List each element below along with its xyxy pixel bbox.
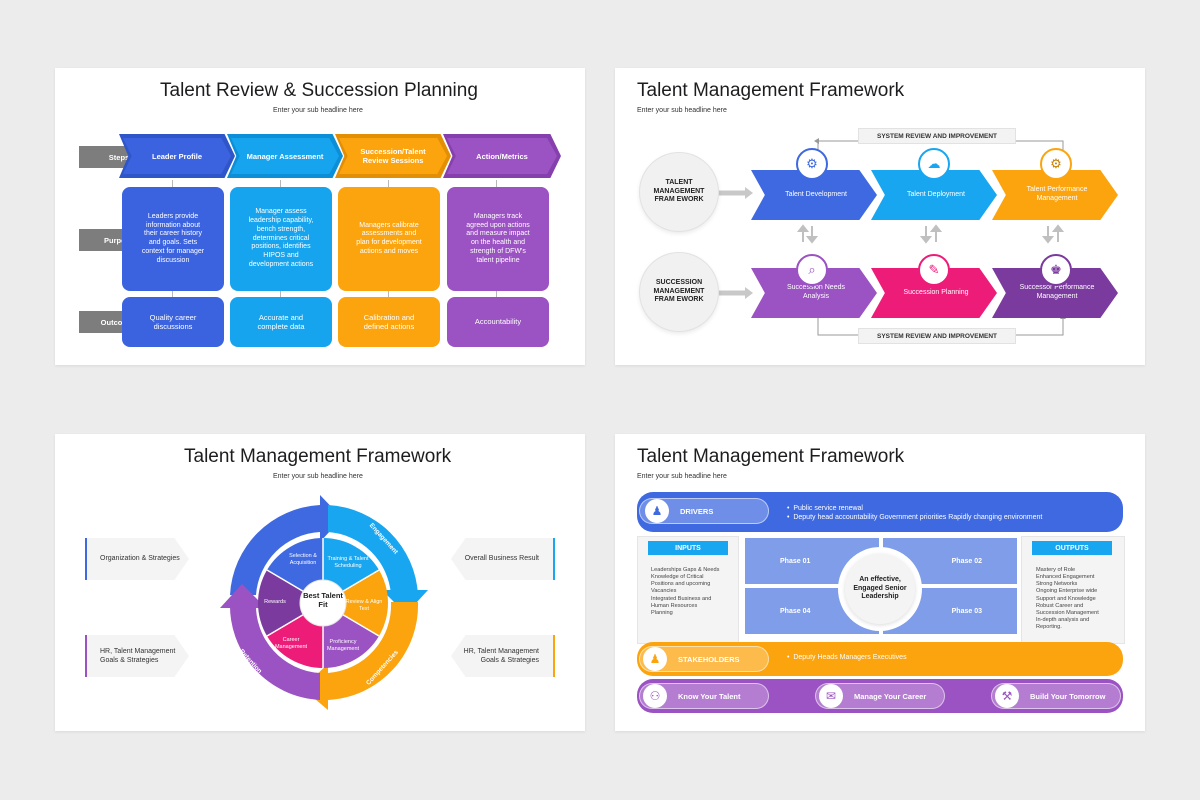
segment-label: Career Management [274,637,308,650]
slide-framework-phases: Talent Management Framework Enter your s… [615,434,1145,731]
purpose-card: Leaders provide information about their … [122,187,224,291]
slide-subtitle: Enter your sub headline here [273,473,363,480]
cloud-network-icon: ☁ [918,148,950,180]
slide-subtitle: Enter your sub headline here [273,107,363,114]
step-label: Leader Profile [123,138,231,174]
career-bar: Know Your Talent ⚇ Manage Your Career ✉ … [637,679,1123,713]
slide-talent-review: Talent Review & Succession Planning Ente… [55,68,585,365]
outcome-card: Quality career discussions [122,297,224,347]
slide-title: Talent Management Framework [637,446,905,467]
build-icon: ⚒ [995,684,1019,708]
outputs-list: Mastery of Role Enhanced Engagement Stro… [1036,567,1099,631]
slide-title: Talent Management Framework [637,80,905,101]
list-item: Mastery of Role [1036,567,1076,573]
drivers-points: • Public service renewal • Deputy head a… [787,504,1042,523]
cycle-diagram [220,495,428,710]
purpose-card: Managers track agreed upon actions and m… [447,187,549,291]
slide-title: Talent Review & Succession Planning [160,80,478,101]
outputs-label: OUTPUTS [1032,541,1112,555]
step-arrow: Manager Assessment [227,134,343,178]
drivers-bar: DRIVERS ♟ • Public service renewal • Dep… [637,492,1123,532]
list-item: Leaderships Gaps & Needs [651,567,720,573]
purpose-card: Manager assess leadership capability, be… [230,187,332,291]
person-icon: ♟ [645,499,669,523]
list-item: Succession Management [1036,609,1099,616]
best-talent-fit: Best Talent Fit [303,591,343,609]
list-item: Strong Networks [1036,581,1078,588]
stakeholders-text: • Deputy Heads Managers Executives [787,654,907,661]
left-box-organization: Organization & Strategies [85,538,189,580]
slide-framework-chevrons: Talent Management Framework Enter your s… [615,68,1145,365]
slide-title: Talent Management Framework [184,446,452,467]
performance-chart-icon: ⚙ [1040,148,1072,180]
successor-icon: ♚ [1040,254,1072,286]
list-item: Human Resources [651,602,698,609]
list-item: Reporting. [1036,624,1062,631]
slide-subtitle: Enter your sub headline here [637,473,727,480]
slide-framework-cycle: Talent Management Framework Enter your s… [55,434,585,731]
right-box-hr-goals: HR, Talent Management Goals & Strategies [451,635,555,677]
stakeholders-bar: STAKEHOLDERS ♟ • Deputy Heads Managers E… [637,642,1123,676]
list-item: In-depth analysis and [1036,617,1090,624]
left-box-hr-goals: HR, Talent Management Goals & Strategies [85,635,189,677]
slide-subtitle: Enter your sub headline here [637,107,727,114]
list-item: Robust Career and [1036,602,1084,609]
bullet-item: • Deputy head accountability Government … [787,514,1043,522]
analysis-icon: ⌕ [796,254,828,286]
succession-management-circle: SUCCESSION MANAGEMENT FRAM EWORK [639,252,719,332]
segment-label: Training & Talent Scheduling [327,556,369,569]
list-item: Knowledge of Critical [651,574,704,581]
segment-label: Review & Align Text [345,599,383,612]
bullet-item: • Public service renewal [787,505,863,512]
career-icon: ✉ [819,684,843,708]
brain-gear-icon: ⚙ [796,148,828,180]
segment-label: Selection & Acquisition [289,553,317,566]
group-icon: ♟ [643,647,667,671]
list-item: Planning [651,609,673,616]
step-label: Action/Metrics [447,138,557,174]
list-item: Positions and upcoming [651,581,711,588]
system-review-label-top: SYSTEM REVIEW AND IMPROVEMENT [858,128,1016,144]
segment-label: Proficiency Management [326,639,360,652]
list-item: Integrated Business and [651,595,712,602]
list-item: Enhanced Engagement [1036,574,1095,581]
inputs-label: INPUTS [648,541,728,555]
center-statement: An effective, Engaged Senior Leadership [845,554,915,624]
talent-icon: ⚇ [643,684,667,708]
list-item: Ongoing Enterprise wide [1036,588,1098,595]
planning-icon: ✎ [918,254,950,286]
segment-label: Rewards [264,598,286,605]
talent-management-circle: TALENT MANAGEMENT FRAM EWORK [639,152,719,232]
step-arrow: Action/Metrics [443,134,561,178]
system-review-label-bottom: SYSTEM REVIEW AND IMPROVEMENT [858,328,1016,344]
step-arrow: Leader Profile [119,134,235,178]
right-box-business-result: Overall Business Result [451,538,555,580]
list-item: Support and Knowledge [1036,595,1096,602]
list-item: Vacancies [651,588,677,595]
inputs-list: Leaderships Gaps & Needs Knowledge of Cr… [651,567,719,617]
outcome-card: Accurate and complete data [230,297,332,347]
step-arrow: Succession/Talent Review Sessions [335,134,451,178]
step-label: Succession/Talent Review Sessions [339,138,447,174]
outcome-card: Calibration and defined actions [338,297,440,347]
purpose-card: Managers calibrate assessments and plan … [338,187,440,291]
outcome-card: Accountability [447,297,549,347]
step-label: Manager Assessment [231,138,339,174]
